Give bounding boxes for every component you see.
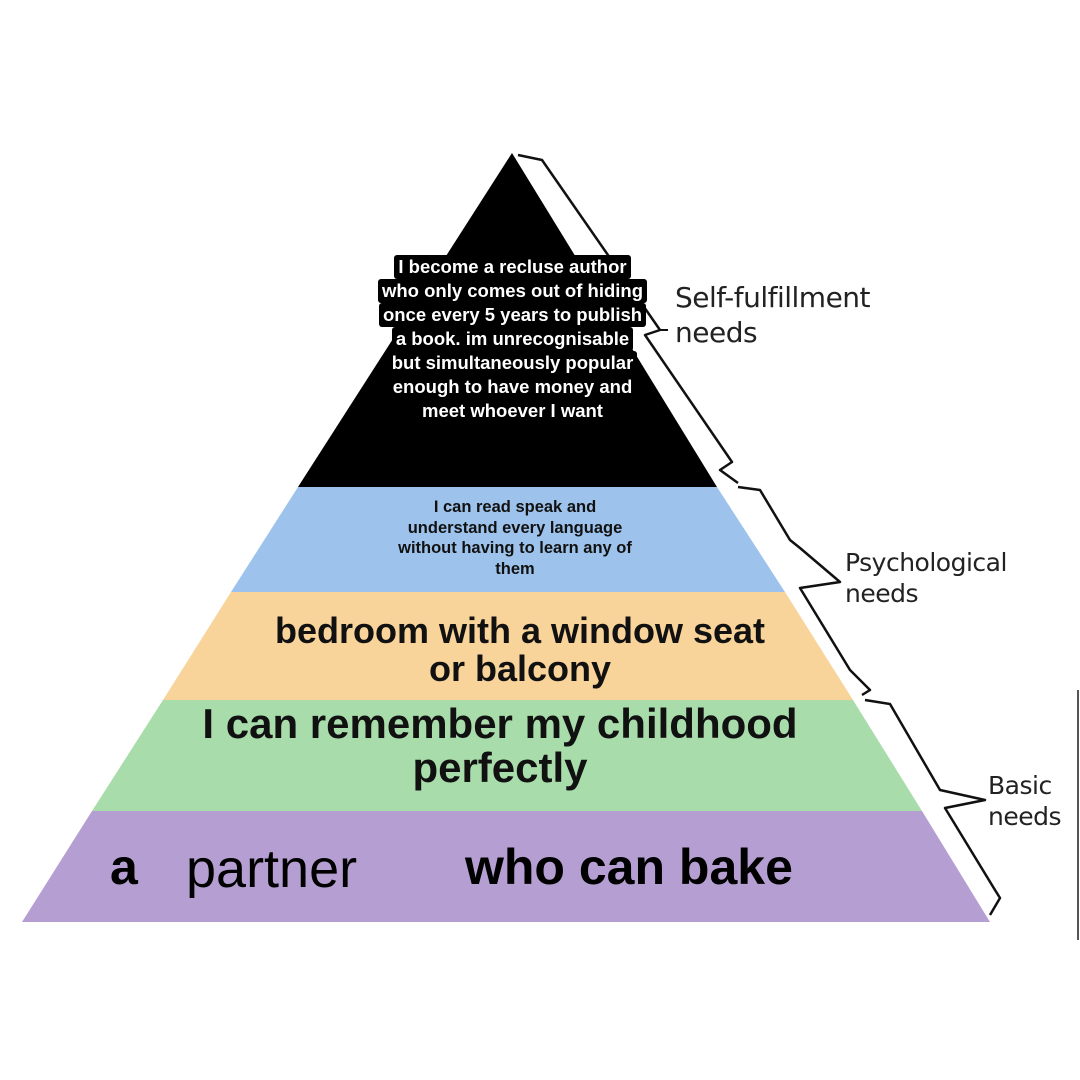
tier-purple-word-a: a xyxy=(110,839,138,895)
label-basic-line: Basic xyxy=(988,771,1052,800)
label-basic-line: needs xyxy=(988,802,1062,832)
tier-blue-line: understand every language xyxy=(407,518,623,537)
tier-purple-text: a partner who can bake xyxy=(0,838,1080,908)
tier-safety-green xyxy=(92,700,922,811)
tier-blue-line: without having to learn any of xyxy=(398,539,632,558)
tier-blue-text: I can read speak and understand every la… xyxy=(352,497,678,580)
tier-top-text: I become a recluse author who only comes… xyxy=(360,255,665,424)
tier-top-line: meet whoever I want xyxy=(418,399,607,424)
tier-top-line: enough to have money and xyxy=(388,375,637,400)
label-self-fulfillment: Self-fulfillment needs xyxy=(675,280,871,350)
tier-green-line: I can remember my childhood xyxy=(202,700,798,747)
tier-top-line: who only comes out of hiding xyxy=(377,279,648,304)
tier-top-line: I become a recluse author xyxy=(394,255,631,280)
tier-purple-word-who-can-bake: who can bake xyxy=(465,839,793,895)
label-psychological: Psychological needs xyxy=(845,547,1007,610)
label-psychological-line: Psychological xyxy=(845,548,1007,577)
bracket-self-fulfillment xyxy=(517,153,739,485)
tier-tan-text: bedroom with a window seat or balcony xyxy=(215,612,825,688)
tier-blue-line: I can read speak and xyxy=(433,498,597,516)
tier-physiological-purple xyxy=(22,811,990,922)
tier-tan-line: bedroom with a window seat xyxy=(274,610,766,651)
label-self-fulfillment-line: Self-fulfillment xyxy=(675,281,871,314)
tier-tan-line: or balcony xyxy=(428,647,612,689)
tier-top-line: but simultaneously popular xyxy=(387,351,638,376)
bracket-tick-basic xyxy=(944,799,986,809)
tier-top-line: a book. im unrecognisable xyxy=(391,327,634,352)
tier-esteem-blue xyxy=(231,487,785,592)
tier-green-text: I can remember my childhood perfectly xyxy=(150,700,850,792)
tier-top-line: once every 5 years to publish xyxy=(378,303,647,328)
tier-green-line: perfectly xyxy=(412,744,588,792)
tier-purple-word-partner: partner xyxy=(186,839,358,899)
label-basic: Basic needs xyxy=(988,770,1062,833)
label-psychological-line: needs xyxy=(845,579,919,609)
tier-blue-line: them xyxy=(495,559,535,578)
tier-belonging-tan xyxy=(163,592,853,700)
bracket-tick-psych xyxy=(799,581,841,589)
label-self-fulfillment-line: needs xyxy=(675,316,758,349)
